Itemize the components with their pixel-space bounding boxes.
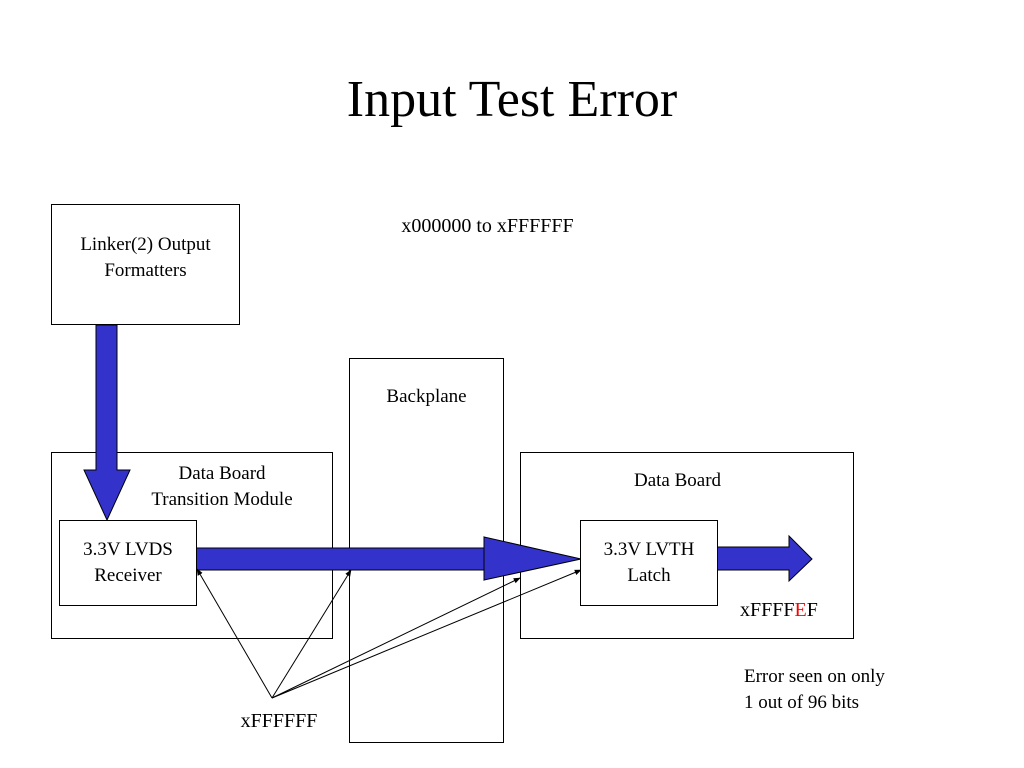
error-note: Error seen on only 1 out of 96 bits: [744, 664, 944, 716]
error-note-line2: 1 out of 96 bits: [744, 692, 860, 713]
range-label: x000000 to xFFFFFF: [401, 215, 574, 237]
lvds-receiver-label-line1: 3.3V LVDS: [83, 539, 173, 560]
output-value-suffix: F: [806, 599, 818, 621]
backplane-label: Backplane: [386, 386, 467, 407]
lvth-latch-label-line1: 3.3V LVTH: [603, 539, 695, 560]
latch-output-arrow: [716, 534, 813, 583]
output-error-digit: E: [794, 599, 807, 621]
receiver-to-backplane-arrow: [195, 536, 521, 581]
connector-to-latch: [271, 569, 582, 699]
connector-to-transition-edge: [271, 569, 352, 699]
input-value: xFFFFFF: [240, 710, 318, 732]
linker-label-line2: Formatters: [104, 260, 187, 281]
transition-module-label-line2: Transition Module: [151, 489, 293, 510]
data-board-label: Data Board: [633, 470, 722, 491]
lvth-latch-box: 3.3V LVTH Latch: [580, 520, 718, 606]
linker-label-line1: Linker(2) Output: [80, 234, 211, 255]
error-note-line1: Error seen on only: [744, 666, 885, 687]
lvds-receiver-label-line2: Receiver: [94, 565, 162, 586]
backplane-to-latch-funnel: [483, 536, 582, 581]
page-title: Input Test Error: [346, 71, 678, 128]
lvth-latch-label-line2: Latch: [627, 565, 671, 586]
connector-to-backplane-edge: [271, 577, 521, 699]
transition-module-label-line1: Data Board: [178, 463, 266, 484]
linker-output-formatters-box: Linker(2) Output Formatters: [51, 204, 240, 325]
linker-to-receiver-arrow: [83, 324, 131, 522]
output-value: xFFFFEF: [740, 597, 850, 623]
lvds-receiver-box: 3.3V LVDS Receiver: [59, 520, 197, 606]
connector-to-receiver: [196, 568, 273, 699]
output-value-prefix: xFFFF: [740, 599, 795, 621]
